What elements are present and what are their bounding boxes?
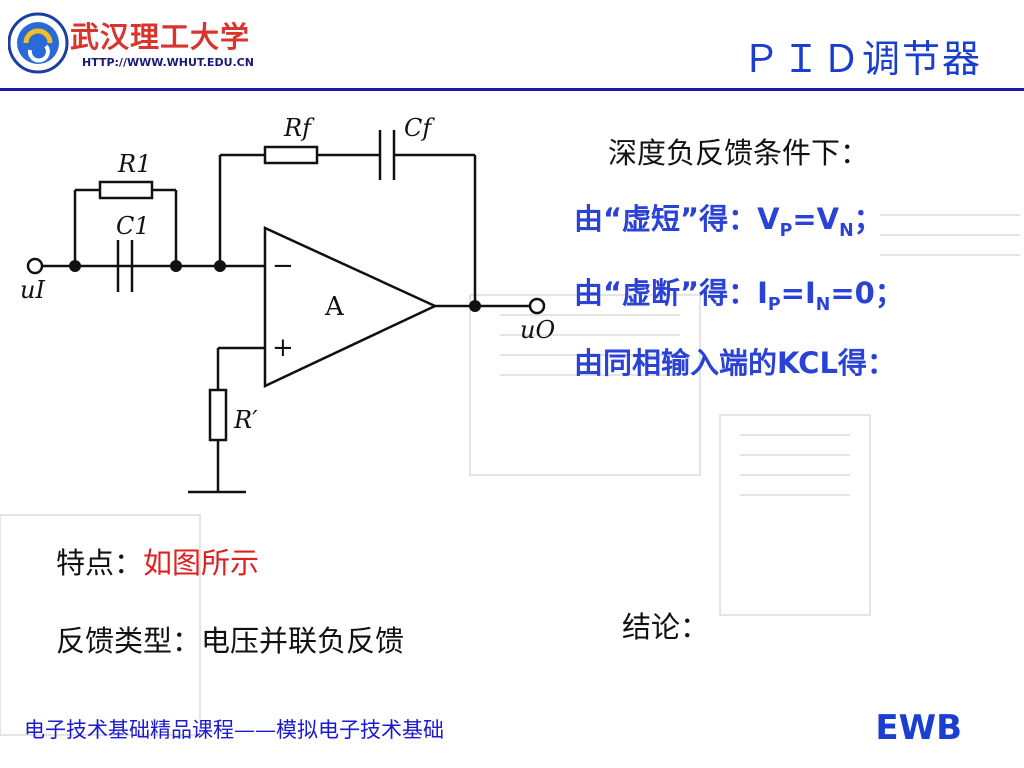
plus-label: +: [272, 333, 294, 363]
school-name: 武汉理工大学: [70, 20, 251, 54]
condition-title: 深度负反馈条件下：: [608, 136, 870, 170]
virtual-open-line: 由“虚断”得：IP=IN=0；: [574, 276, 904, 315]
rprime-label: R′: [233, 406, 258, 434]
rf-label: Rf: [283, 114, 315, 142]
feedback-type-line: 反馈类型：电压并联负反馈: [56, 624, 405, 658]
cf-label: Cf: [404, 114, 435, 142]
amp-label: A: [324, 292, 345, 322]
kcl-line: 由同相输入端的KCL得：: [574, 346, 896, 380]
virtual-short-line: 由“虚短”得：VP=VN；: [574, 202, 883, 241]
conclusion-label: 结论：: [622, 610, 710, 644]
pid-circuit-diagram: Rf Cf R1 C1 uI uO R′ A − +: [20, 114, 555, 494]
minus-label: −: [272, 251, 294, 281]
page-title: ＰＩＤ调节器: [741, 37, 982, 81]
background-pattern: [0, 214, 1020, 736]
header-divider: [0, 88, 1024, 91]
ui-label: uI: [20, 276, 45, 304]
school-url: HTTP://WWW.WHUT.EDU.CN: [82, 56, 254, 69]
features-line: 特点：如图所示: [56, 546, 260, 580]
c1-label: C1: [116, 212, 150, 240]
r1-label: R1: [117, 150, 151, 178]
ewb-link[interactable]: EWB: [875, 708, 962, 748]
course-footer: 电子技术基础精品课程——模拟电子技术基础: [24, 718, 444, 742]
uo-label: uO: [520, 316, 555, 344]
university-logo: [8, 12, 69, 74]
